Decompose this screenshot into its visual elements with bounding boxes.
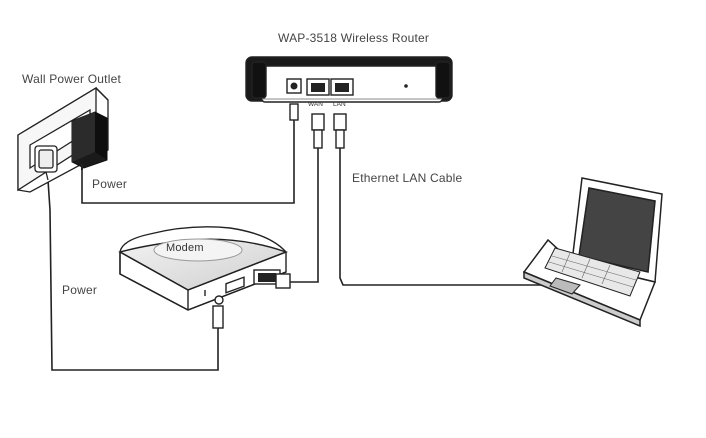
modem-icon [118, 226, 291, 329]
wan-port-label: WAN [308, 101, 323, 108]
lan-port-label: LAN [333, 101, 346, 108]
cables [47, 118, 548, 371]
modem-power-cable [47, 179, 219, 371]
wall-outlet-label: Wall Power Outlet [22, 72, 121, 86]
power-adapter-icon [71, 111, 108, 170]
ethernet-cable-label: Ethernet LAN Cable [352, 171, 463, 185]
power-adapter-label: Power [92, 177, 128, 191]
router-title-label: WAP-3518 Wireless Router [278, 31, 430, 45]
wall-outlet-icon [17, 86, 109, 193]
trackpad [549, 277, 581, 295]
router-icon [245, 56, 453, 149]
wan-cable [290, 148, 319, 283]
lan-cable [339, 148, 548, 286]
modem-label: Modem [166, 242, 204, 254]
router-power-cable [81, 118, 295, 204]
lan-connector [333, 113, 347, 131]
wan-connector [311, 113, 325, 131]
power-modem-label: Power [62, 283, 98, 297]
laptop-icon [522, 177, 663, 328]
